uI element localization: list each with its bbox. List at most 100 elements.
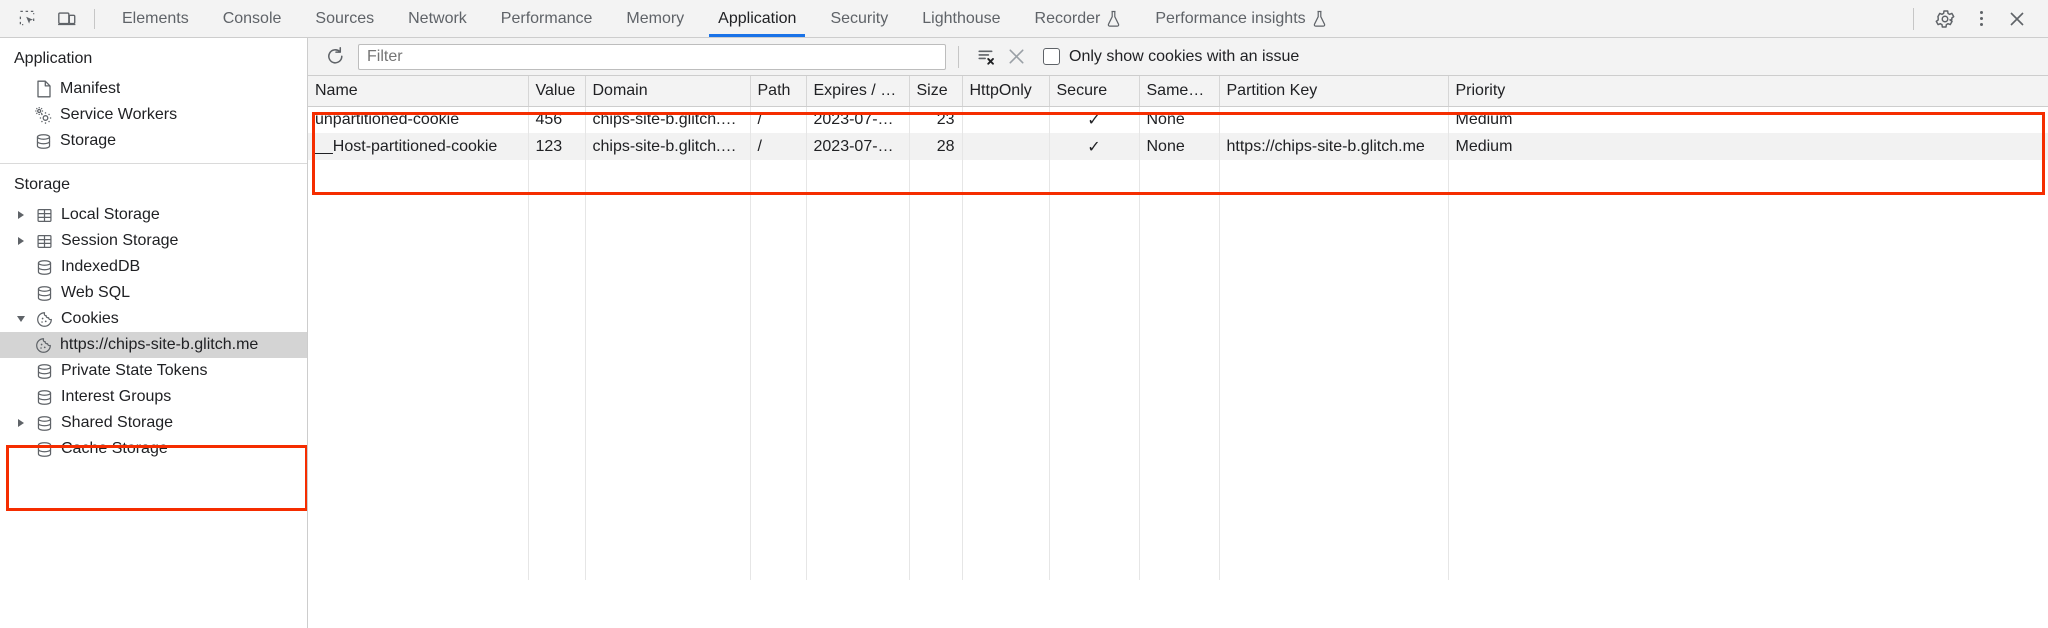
column-header-size[interactable]: Size xyxy=(909,76,963,107)
tab-recorder[interactable]: Recorder xyxy=(1018,0,1139,37)
sidebar-item-label: Storage xyxy=(60,132,117,149)
tab-console[interactable]: Console xyxy=(206,0,299,37)
cookies-table-head: Name Value Domain Path Expires / M… Size… xyxy=(308,76,2048,107)
close-devtools-icon[interactable] xyxy=(2000,4,2034,34)
table-header-row: Name Value Domain Path Expires / M… Size… xyxy=(308,76,2048,107)
cell-domain: chips-site-b.glitch.me xyxy=(585,106,751,133)
sidebar-item-shared-storage[interactable]: Shared Storage xyxy=(0,410,307,436)
device-toolbar-icon[interactable] xyxy=(50,4,84,34)
column-header-name[interactable]: Name xyxy=(308,76,529,107)
database-icon xyxy=(35,415,54,432)
tabbar-right-divider xyxy=(1913,7,1914,30)
cell-size: 23 xyxy=(909,106,963,133)
column-header-value[interactable]: Value xyxy=(528,76,586,107)
more-options-kebab-icon[interactable] xyxy=(1964,4,1998,34)
sidebar-item-manifest[interactable]: Manifest xyxy=(0,76,307,102)
tab-network[interactable]: Network xyxy=(391,0,484,37)
cell-path: / xyxy=(750,106,807,133)
cell-samesite: None xyxy=(1139,106,1220,133)
cell-priority: Medium xyxy=(1448,106,2048,133)
tab-sources[interactable]: Sources xyxy=(298,0,391,37)
devtools-tabbar: Elements Console Sources Network Perform… xyxy=(0,0,2048,38)
sidebar-item-label: Session Storage xyxy=(61,232,179,249)
column-header-path[interactable]: Path xyxy=(750,76,807,107)
cookie-icon xyxy=(34,337,53,354)
only-issues-checkbox-row[interactable]: Only show cookies with an issue xyxy=(1043,48,1299,66)
cookie-icon xyxy=(35,311,54,328)
sidebar-item-label: Private State Tokens xyxy=(61,362,208,379)
column-header-partition-key[interactable]: Partition Key xyxy=(1219,76,1449,107)
filter-input[interactable] xyxy=(358,43,946,70)
sidebar-item-local-storage[interactable]: Local Storage xyxy=(0,202,307,228)
sidebar-item-label: Local Storage xyxy=(61,206,160,223)
tab-label: Application xyxy=(718,9,797,27)
tab-application[interactable]: Application xyxy=(701,0,813,37)
tab-elements[interactable]: Elements xyxy=(105,0,206,37)
cell-secure: ✓ xyxy=(1049,133,1140,160)
sidebar-item-cache-storage[interactable]: Cache Storage xyxy=(0,436,307,462)
sidebar-item-service-workers[interactable]: Service Workers xyxy=(0,102,307,128)
experiment-flask-icon xyxy=(1312,10,1327,27)
database-icon xyxy=(34,133,53,150)
table-row[interactable]: unpartitioned-cookie 456 chips-site-b.gl… xyxy=(308,106,2048,133)
column-header-expires[interactable]: Expires / M… xyxy=(806,76,910,107)
cell-value: 123 xyxy=(528,133,586,160)
column-header-domain[interactable]: Domain xyxy=(585,76,751,107)
sidebar-item-label: IndexedDB xyxy=(61,258,141,275)
tab-security[interactable]: Security xyxy=(813,0,905,37)
collapse-triangle-icon[interactable] xyxy=(14,316,28,322)
sidebar-item-interest-groups[interactable]: Interest Groups xyxy=(0,384,307,410)
expand-triangle-icon[interactable] xyxy=(14,419,28,427)
tab-performance[interactable]: Performance xyxy=(484,0,610,37)
cookies-toolbar: Only show cookies with an issue xyxy=(308,38,2048,76)
tab-label: Recorder xyxy=(1034,9,1101,27)
tab-lighthouse[interactable]: Lighthouse xyxy=(905,0,1017,37)
sidebar-item-storage[interactable]: Storage xyxy=(0,128,307,154)
column-header-httponly[interactable]: HttpOnly xyxy=(962,76,1050,107)
only-issues-checkbox[interactable] xyxy=(1043,48,1060,65)
settings-gear-icon[interactable] xyxy=(1928,4,1962,34)
clear-all-x-icon[interactable] xyxy=(1001,43,1031,71)
cookies-panel: Only show cookies with an issue Name Val… xyxy=(308,38,2048,628)
sidebar-group-application: Application Manifest xyxy=(0,38,307,163)
sidebar-item-cookie-origin[interactable]: https://chips-site-b.glitch.me xyxy=(0,332,307,358)
sidebar-item-session-storage[interactable]: Session Storage xyxy=(0,228,307,254)
refresh-icon[interactable] xyxy=(320,43,350,71)
tab-label: Network xyxy=(408,9,467,27)
expand-triangle-icon[interactable] xyxy=(14,237,28,245)
cell-partition-key: https://chips-site-b.glitch.me xyxy=(1219,133,1449,160)
column-header-secure[interactable]: Secure xyxy=(1049,76,1140,107)
sidebar-group-title: Application xyxy=(14,50,93,67)
tab-memory[interactable]: Memory xyxy=(609,0,701,37)
clear-filter-icon[interactable] xyxy=(971,43,1001,71)
column-header-samesite[interactable]: SameSite xyxy=(1139,76,1220,107)
sidebar-item-indexeddb[interactable]: IndexedDB xyxy=(0,254,307,280)
tab-label: Performance xyxy=(500,9,593,27)
database-icon xyxy=(35,389,54,406)
only-issues-label: Only show cookies with an issue xyxy=(1069,47,1300,65)
table-row[interactable]: __Host-partitioned-cookie 123 chips-site… xyxy=(308,133,2048,160)
tab-performance-insights[interactable]: Performance insights xyxy=(1138,0,1343,37)
cell-httponly xyxy=(962,106,1050,133)
experiment-flask-icon xyxy=(1106,10,1121,27)
cell-name: unpartitioned-cookie xyxy=(308,106,529,133)
cookies-table-body: unpartitioned-cookie 456 chips-site-b.gl… xyxy=(308,106,2048,580)
cookies-table: Name Value Domain Path Expires / M… Size… xyxy=(308,76,2048,580)
sidebar-item-web-sql[interactable]: Web SQL xyxy=(0,280,307,306)
column-header-priority[interactable]: Priority xyxy=(1448,76,2048,107)
tabbar-left-icons xyxy=(0,0,90,37)
cell-partition-key xyxy=(1219,106,1449,133)
expand-triangle-icon[interactable] xyxy=(14,211,28,219)
tabbar-right-icons xyxy=(1907,0,2048,37)
cell-expires: 2023-07-07… xyxy=(806,133,910,160)
sidebar-item-label: https://chips-site-b.glitch.me xyxy=(60,336,259,353)
tab-label: Security xyxy=(830,9,889,27)
document-icon xyxy=(34,80,53,98)
database-icon xyxy=(35,441,54,458)
sidebar-item-private-state-tokens[interactable]: Private State Tokens xyxy=(0,358,307,384)
sidebar-item-cookies[interactable]: Cookies xyxy=(0,306,307,332)
inspect-element-icon[interactable] xyxy=(10,4,44,34)
sidebar-group-storage: Storage Local Storage xyxy=(0,163,307,471)
sidebar-item-label: Cookies xyxy=(61,310,119,327)
